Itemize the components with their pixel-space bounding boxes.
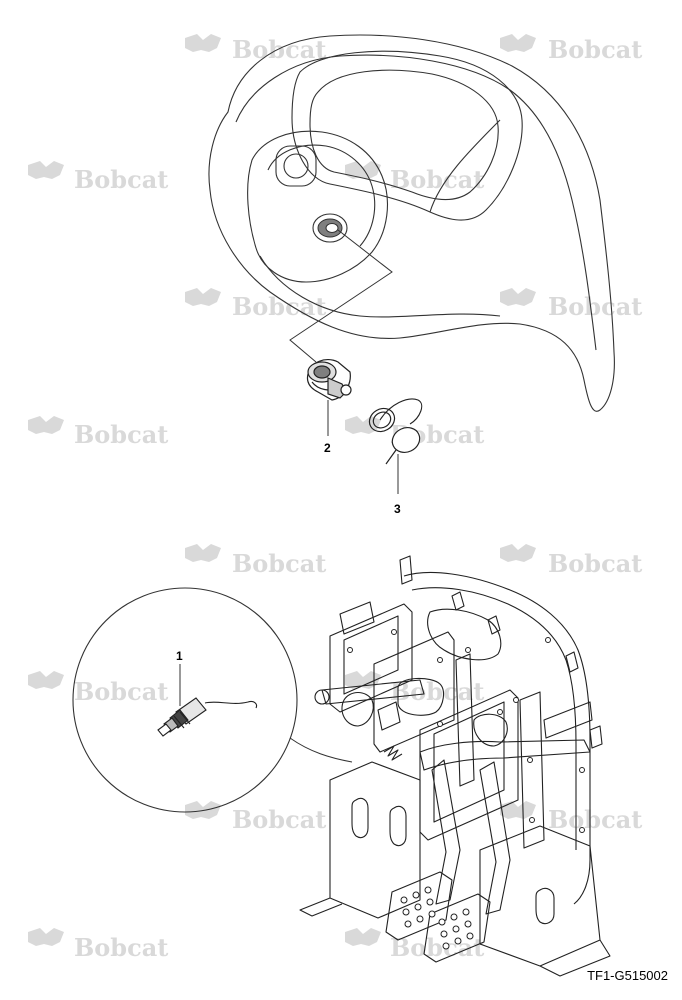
pedal-pad-holes: [400, 886, 474, 950]
watermark-logo: Bobcat: [185, 34, 326, 64]
callout-label-2: 2: [324, 441, 331, 455]
frame-base-left: [329, 761, 421, 919]
pedal-pad-left: [385, 871, 453, 941]
pedal-frame: [299, 555, 611, 977]
callout-3: 3: [394, 454, 401, 516]
frame-pivot-arm: [341, 691, 374, 727]
watermark-text: Bobcat: [548, 292, 642, 321]
frame-left-bracket: [339, 601, 375, 635]
frame-center-plate-inner: [433, 701, 505, 823]
frame-side-tab: [565, 651, 579, 673]
frame-mid-plate: [373, 631, 455, 753]
pedal-pad-right: [423, 893, 491, 963]
frame-top-tab: [451, 591, 465, 611]
frame-crossbar: [419, 739, 591, 771]
watermark-logo: Bobcat: [185, 801, 326, 834]
watermark-logo: Bobcat: [28, 161, 168, 194]
switch-pod-face: [267, 144, 376, 247]
watermark-text: Bobcat: [548, 549, 642, 578]
display-bezel-outer: [291, 50, 523, 221]
watermark-logo: Bobcat: [500, 544, 642, 578]
frame-side-tab: [589, 725, 603, 749]
watermark-text: Bobcat: [548, 805, 642, 834]
frame-fasteners: [347, 629, 585, 833]
drawing-number: TF1-G515002: [587, 968, 668, 983]
frame-right-strut: [543, 701, 593, 739]
pedal-column: [455, 653, 475, 787]
watermark-logo: Bobcat: [345, 161, 484, 194]
display-bezel-inner: [309, 69, 499, 201]
watermark-layer: Bobcat Bobcat Bobcat Bobcat Bobcat Bobca…: [28, 34, 642, 962]
pedal-link: [377, 701, 401, 731]
watermark-text: Bobcat: [74, 420, 168, 449]
frame-shaft: [321, 679, 425, 705]
watermark-text: Bobcat: [390, 165, 484, 194]
frame-foot-flange: [539, 939, 611, 977]
frame-top-bracket: [399, 555, 413, 585]
frame-side-tab: [487, 615, 501, 635]
frame-rear-panel-inner: [411, 587, 577, 850]
detail-leader: [289, 737, 353, 763]
pedal-bracket: [473, 713, 508, 747]
watermark-logo: Bobcat: [185, 288, 326, 321]
frame-base-right-cut: [535, 887, 555, 925]
watermark-text: Bobcat: [74, 677, 168, 706]
watermark-logo: Bobcat: [500, 801, 642, 834]
pressure-sensor: [157, 697, 258, 737]
mounting-hole: [312, 213, 348, 243]
frame-right-post: [519, 691, 545, 849]
callout-1: 1: [176, 649, 183, 706]
watermark-logo: Bobcat: [28, 671, 168, 706]
watermark-logo: Bobcat: [28, 416, 168, 449]
console-housing: [208, 34, 615, 412]
retaining-ring: [379, 398, 423, 425]
watermark-text: Bobcat: [232, 292, 326, 321]
frame-base-right: [479, 825, 601, 967]
watermark-text: Bobcat: [74, 933, 168, 962]
watermark-text: Bobcat: [232, 549, 326, 578]
pedal-arm-right: [479, 761, 511, 915]
callout-label-3: 3: [394, 502, 401, 516]
housing-lower-lip: [259, 255, 501, 318]
frame-foot-flange: [299, 897, 343, 917]
pedal-spring: [383, 745, 403, 761]
watermark-text: Bobcat: [232, 35, 326, 64]
frame-left-plate-inner: [343, 615, 399, 695]
switch-pod: [247, 130, 388, 283]
frame-base-left-cut: [351, 797, 369, 839]
watermark-text: Bobcat: [232, 805, 326, 834]
watermark-logo: Bobcat: [185, 544, 326, 578]
switch-body: [306, 359, 352, 401]
frame-rear-cutout: [427, 608, 502, 661]
callout-2: 2: [324, 400, 331, 455]
watermark-logo: Bobcat: [28, 928, 168, 962]
switch-pod-knob-center: [283, 153, 309, 179]
watermark-logo: Bobcat: [500, 34, 642, 64]
watermark-logo: Bobcat: [500, 288, 642, 321]
watermark-text: Bobcat: [74, 165, 168, 194]
callout-label-1: 1: [176, 649, 183, 663]
frame-base-left-cut: [389, 805, 407, 847]
display-window: [429, 119, 501, 213]
dust-cap: [385, 427, 421, 465]
housing-outline: [208, 34, 615, 412]
frame-cylinder: [397, 677, 445, 716]
pedal-arm-left: [431, 759, 461, 905]
install-leader: [289, 229, 393, 363]
watermark-text: Bobcat: [548, 35, 642, 64]
detail-circle: [72, 587, 353, 813]
switch-pod-knob: [275, 145, 317, 187]
frame-shaft-end: [314, 689, 330, 705]
watermark-logo: Bobcat: [345, 671, 484, 706]
frame-rear-panel: [403, 571, 591, 905]
seal-ring: [368, 407, 396, 433]
